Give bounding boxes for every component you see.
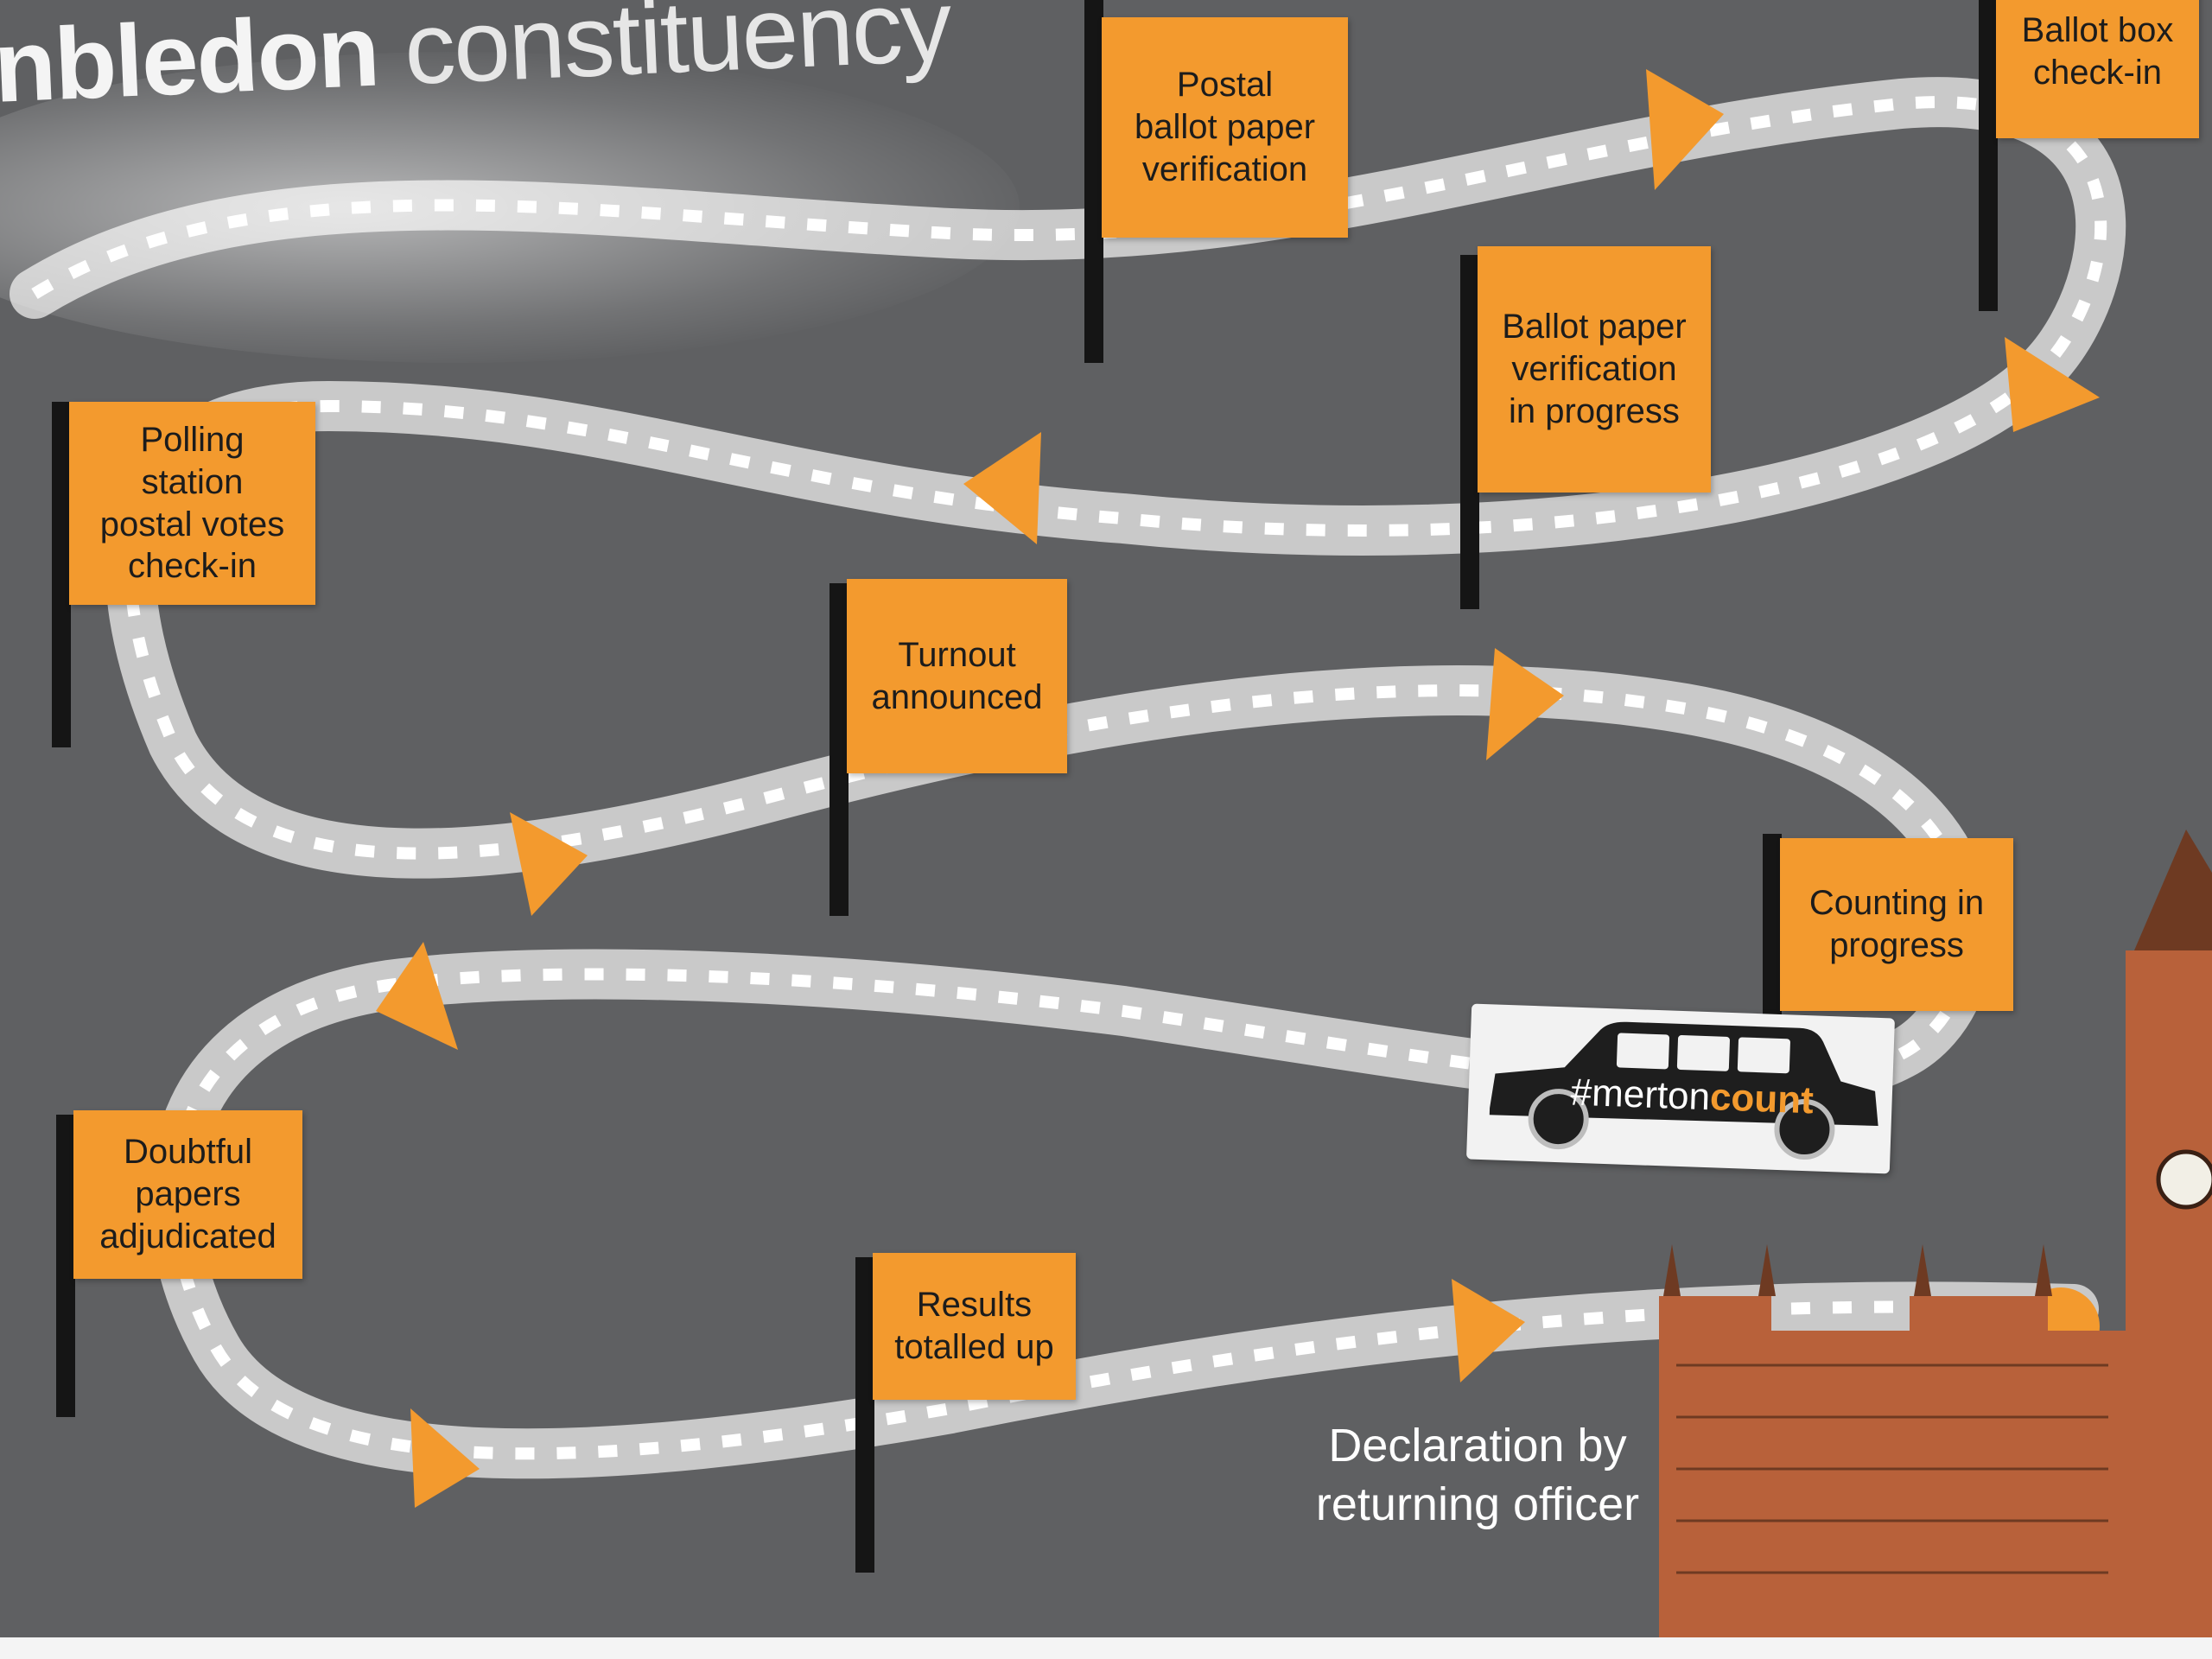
flag-pole: [830, 583, 849, 916]
arrow-right-icon: [1646, 69, 1724, 190]
road: [10, 77, 2126, 1479]
flag-pole: [1460, 255, 1479, 609]
poster-edge: [0, 1637, 2212, 1659]
clock-icon: [2156, 1149, 2212, 1210]
flag-pole: [56, 1115, 75, 1417]
arrow-right-icon: [1452, 1279, 1525, 1382]
arrow-right-icon: [410, 1408, 480, 1508]
arrow-right-icon: [2005, 337, 2100, 432]
road-center-dashes: [31, 96, 2107, 1460]
flag-pole: [855, 1257, 874, 1573]
direction-arrows: [376, 69, 2100, 1508]
flag-pole: [1979, 0, 1998, 311]
taxi-sticker: #mertoncount: [1466, 1003, 1895, 1174]
arrow-right-icon: [510, 812, 588, 916]
westminster-illustration: [1659, 830, 2212, 1642]
taxi-hashtag: #mertoncount: [1569, 1071, 1815, 1122]
arrow-right-icon: [1486, 648, 1564, 760]
taxi-icon: [1489, 1021, 1878, 1160]
declaration-label: Declaration by returning officer: [1315, 1420, 1640, 1530]
flag-pole: [1763, 834, 1782, 1015]
arrow-left-icon: [963, 432, 1041, 544]
arrow-left-icon: [376, 942, 458, 1050]
flag-pole: [52, 402, 71, 747]
flag-pole: [1084, 0, 1103, 363]
